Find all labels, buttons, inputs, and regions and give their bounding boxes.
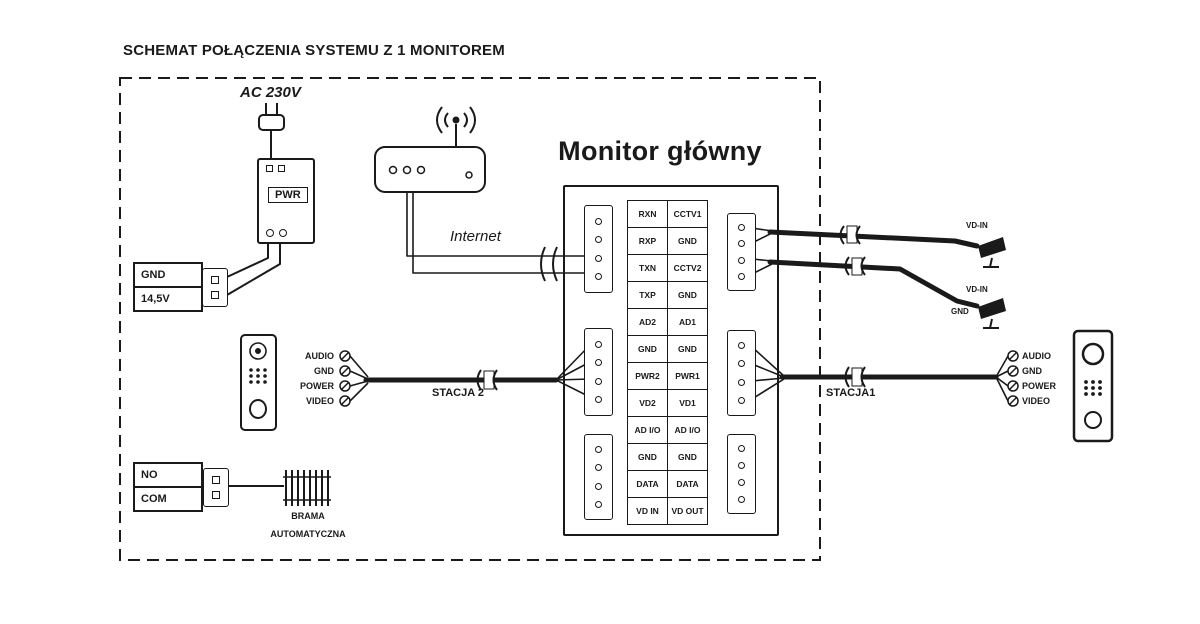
door-station-1-icon <box>1072 329 1114 443</box>
connector-left-bottom <box>584 434 613 520</box>
router-icon <box>374 124 486 193</box>
psu-bottom-terminals <box>266 229 287 237</box>
terminal-cell: AD2 <box>628 309 668 336</box>
terminal-cell: PWR1 <box>668 363 708 390</box>
terminal-cell: AD1 <box>668 309 708 336</box>
psu-label: PWR <box>268 187 308 203</box>
pin-label-power: POWER <box>1022 381 1057 391</box>
cctv-cables <box>751 225 980 309</box>
power-supply-module: PWR <box>257 158 315 244</box>
camera2-gnd-label: GND <box>951 307 969 316</box>
pin-label-audio: AUDIO <box>305 351 334 361</box>
terminal-cell: GND <box>668 444 708 471</box>
terminal-cell: RXP <box>628 228 668 255</box>
terminal-cell: PWR2 <box>628 363 668 390</box>
pin-label-video: VIDEO <box>1022 396 1051 406</box>
station2-cable <box>349 344 591 402</box>
terminal-cell: GND <box>628 336 668 363</box>
camera2-vdin-label: VD-IN <box>966 285 988 294</box>
pin-label-gnd: GND <box>1022 366 1042 376</box>
terminal-cell: VD IN <box>628 498 668 525</box>
camera1-vdin-label: VD-IN <box>966 221 988 230</box>
internet-label: Internet <box>450 228 501 245</box>
terminal-cell: CCTV2 <box>668 255 708 282</box>
psu-wires <box>226 240 281 296</box>
psu-top-terminals <box>266 165 285 172</box>
terminal-cell: GND <box>628 444 668 471</box>
gate-label-line2: AUTOMATYCZNA <box>270 529 346 539</box>
monitor-title: Monitor główny <box>558 136 762 166</box>
terminal-cell: TXN <box>628 255 668 282</box>
terminal-cell: RXN <box>628 201 668 228</box>
station1-pin-terminals <box>1007 350 1019 407</box>
terminal-table: RXN CCTV1 RXP GND TXN CCTV2 TXP GND AD2 … <box>627 200 708 525</box>
pin-label-power: POWER <box>299 381 334 391</box>
ac-voltage-label: AC 230V <box>240 84 301 101</box>
terminal-cell: VD2 <box>628 390 668 417</box>
page-title: SCHEMAT POŁĄCZENIA SYSTEMU Z 1 MONITOREM <box>123 42 505 59</box>
terminal-cell: GND <box>668 336 708 363</box>
internet-wires <box>406 192 586 282</box>
gate-icon <box>283 470 331 506</box>
terminal-cell: CCTV1 <box>668 201 708 228</box>
station1-cable <box>751 346 1009 402</box>
terminal-cell: VD1 <box>668 390 708 417</box>
relay-terminal-com: COM <box>135 486 201 510</box>
psu-terminal-gnd: GND <box>141 269 166 281</box>
connector-right-middle <box>727 330 756 416</box>
station1-pin-labels: AUDIO GND POWER VIDEO <box>1022 349 1068 409</box>
station2-pin-labels: AUDIO GND POWER VIDEO <box>292 349 334 409</box>
relay-terminal-no: NO <box>141 469 158 481</box>
terminal-cell: AD I/O <box>628 417 668 444</box>
connector-right-top <box>727 213 756 291</box>
plug-icon <box>258 103 285 158</box>
pin-label-video: VIDEO <box>305 396 334 406</box>
door-station-2-icon <box>240 334 277 431</box>
connector-left-top <box>584 205 613 293</box>
psu-connector <box>202 268 228 307</box>
terminal-cell: AD I/O <box>668 417 708 444</box>
psu-terminal-block: GND 14,5V <box>133 262 203 312</box>
station2-cable-label: STACJA 2 <box>432 387 484 399</box>
terminal-cell: DATA <box>628 471 668 498</box>
psu-terminal-voltage: 14,5V <box>135 286 201 310</box>
terminal-cell: GND <box>668 282 708 309</box>
monitor-body <box>563 185 779 536</box>
relay-connector <box>203 468 229 507</box>
pin-label-audio: AUDIO <box>1022 351 1051 361</box>
system-boundary <box>119 77 821 561</box>
gate-label-line1: BRAMA <box>291 511 325 521</box>
connector-right-bottom <box>727 434 756 514</box>
wifi-icon <box>436 106 476 134</box>
terminal-cell: TXP <box>628 282 668 309</box>
pin-label-gnd: GND <box>314 366 334 376</box>
cctv-camera-icon-1 <box>978 237 1006 268</box>
cctv-camera-icon-2 <box>978 298 1006 329</box>
connector-left-middle <box>584 328 613 416</box>
terminal-cell: DATA <box>668 471 708 498</box>
station2-pin-terminals <box>339 350 351 407</box>
terminal-cell: GND <box>668 228 708 255</box>
station1-cable-label: STACJA1 <box>826 387 876 399</box>
terminal-cell: VD OUT <box>668 498 708 525</box>
relay-terminal-block: NO COM <box>133 462 203 512</box>
